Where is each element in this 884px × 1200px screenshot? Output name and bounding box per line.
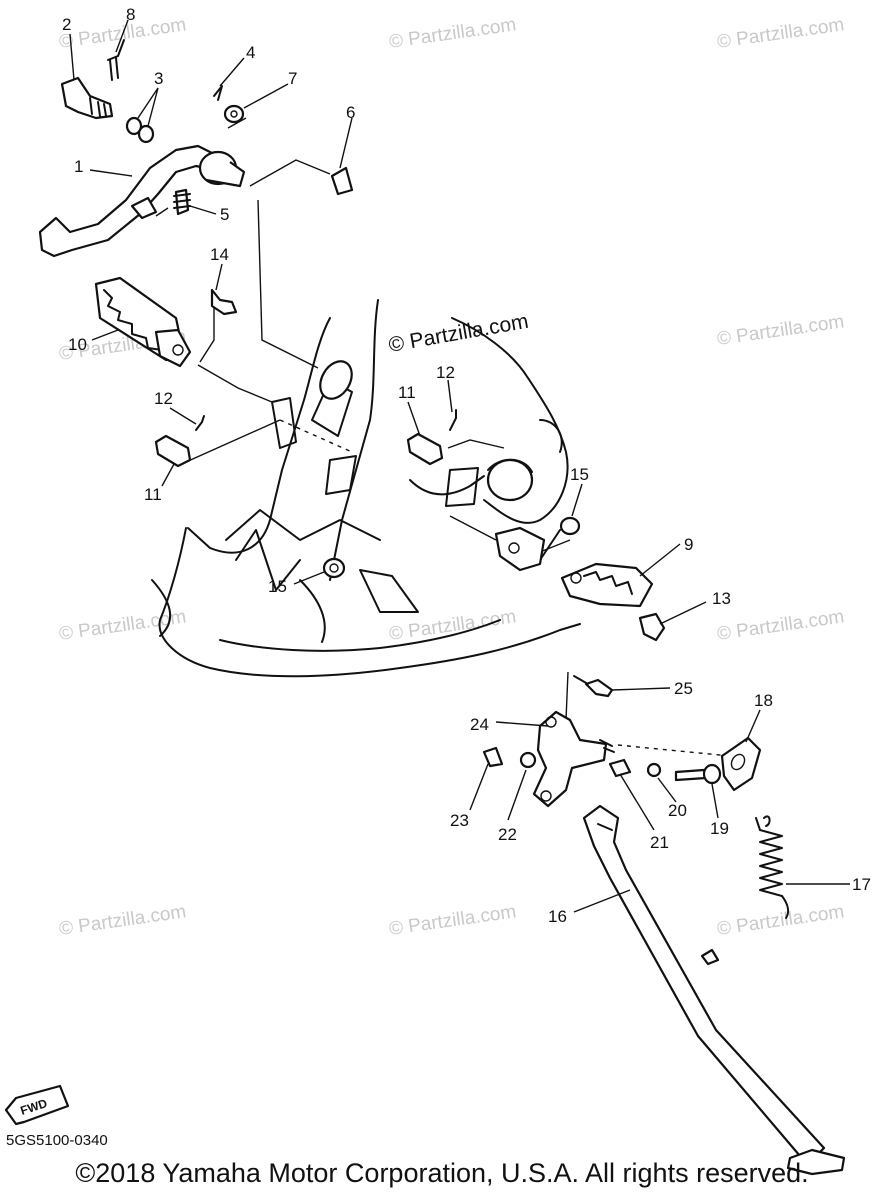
callout-13: 13 (712, 589, 731, 608)
watermark-center: © Partzilla.com (387, 310, 530, 357)
fwd-arrow: FWD (4, 1084, 70, 1126)
callout-6: 6 (346, 103, 355, 122)
callout-11a: 11 (144, 485, 162, 504)
callout-23: 23 (450, 811, 469, 830)
callout-3: 3 (154, 69, 163, 88)
part-sidestand (582, 804, 846, 1176)
watermark: © Partzilla.com (716, 901, 846, 940)
figure-code: 5GS5100-0340 (6, 1132, 108, 1149)
callout-1: 1 (74, 157, 83, 176)
watermark: © Partzilla.com (716, 606, 846, 645)
part-sidestand-bracket (482, 675, 762, 808)
callout-16: 16 (548, 907, 567, 926)
callout-12a: 12 (154, 389, 173, 408)
part-grommet (322, 557, 346, 579)
callout-10: 10 (68, 335, 87, 354)
callout-15a: 15 (570, 465, 589, 484)
part-spring (755, 815, 790, 919)
callout-18: 18 (754, 691, 773, 710)
callout-25: 25 (674, 679, 693, 698)
part-pins-bolts (154, 409, 457, 468)
callout-15b: 15 (268, 577, 287, 596)
frame-outline (151, 299, 581, 678)
watermark: © Partzilla.com (388, 14, 518, 53)
callout-leaders (69, 19, 850, 913)
watermark: © Partzilla.com (388, 901, 518, 940)
callout-17: 17 (852, 875, 871, 894)
watermark: © Partzilla.com (716, 311, 846, 350)
callout-7: 7 (288, 69, 297, 88)
callout-21: 21 (650, 833, 669, 852)
part-small-pins (107, 39, 354, 216)
watermark: © Partzilla.com (716, 14, 846, 53)
callout-2: 2 (62, 15, 71, 34)
callout-22: 22 (498, 825, 517, 844)
watermark: © Partzilla.com (58, 901, 188, 940)
part-footrest-left (94, 276, 238, 368)
part-footrest-right (494, 516, 666, 642)
callout-12b: 12 (436, 363, 455, 382)
copyright-notice: ©2018 Yamaha Motor Corporation, U.S.A. A… (75, 1158, 809, 1188)
callout-4: 4 (246, 43, 255, 62)
callout-24: 24 (470, 715, 489, 734)
callout-8: 8 (126, 5, 135, 24)
callout-5: 5 (220, 205, 229, 224)
guide-lines (155, 117, 731, 757)
part-brake-pedal (38, 144, 246, 258)
callout-labels: 2 8 3 4 7 6 1 5 14 10 12 11 11 12 15 15 … (62, 5, 871, 926)
callout-19: 19 (710, 819, 729, 838)
callout-14: 14 (210, 245, 229, 264)
callout-11b: 11 (398, 383, 416, 402)
callout-9: 9 (684, 535, 693, 554)
part-pivot-bolt (60, 76, 114, 120)
callout-20: 20 (668, 801, 687, 820)
